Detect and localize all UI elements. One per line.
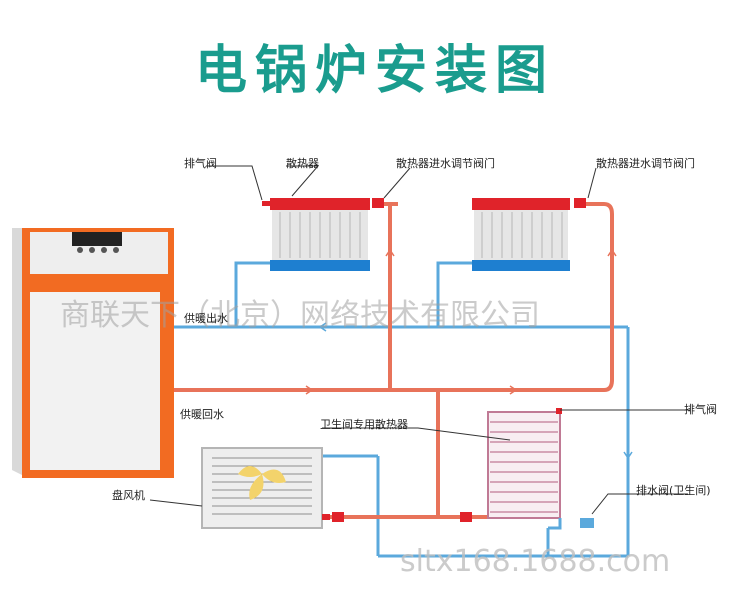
label-inlet-valve-1: 散热器进水调节阀门 [396, 157, 495, 170]
label-fan-coil: 盘风机 [112, 489, 145, 502]
leader-lines [149, 165, 690, 515]
radiator-1 [262, 198, 384, 271]
label-supply-return: 供暖回水 [180, 408, 224, 421]
label-drain-valve: 排水阀(卫生间) [636, 484, 711, 497]
label-radiator: 散热器 [286, 157, 319, 170]
label-exhaust-valve-right: 排气阀 [684, 403, 717, 416]
supply-return-pipe [174, 202, 614, 519]
page-title: 电锅炉安装图 [194, 41, 555, 101]
bathroom-radiator [487, 408, 594, 530]
label-inlet-valve-2: 散热器进水调节阀门 [596, 157, 695, 170]
label-supply-out: 供暖出水 [184, 312, 228, 325]
label-exhaust-valve-top: 排气阀 [184, 157, 217, 170]
flow-arrows [305, 248, 633, 460]
watermark-site: sltx168.1688.com [400, 544, 671, 579]
electric-boiler [12, 228, 174, 478]
label-bathroom-radiator: 卫生间专用散热器 [320, 418, 408, 431]
radiator-2 [472, 198, 586, 271]
fan-coil [201, 447, 472, 529]
watermark-company: 商联天下（北京）网络技术有限公司 [60, 298, 540, 333]
supply-out-pipe [174, 261, 630, 558]
